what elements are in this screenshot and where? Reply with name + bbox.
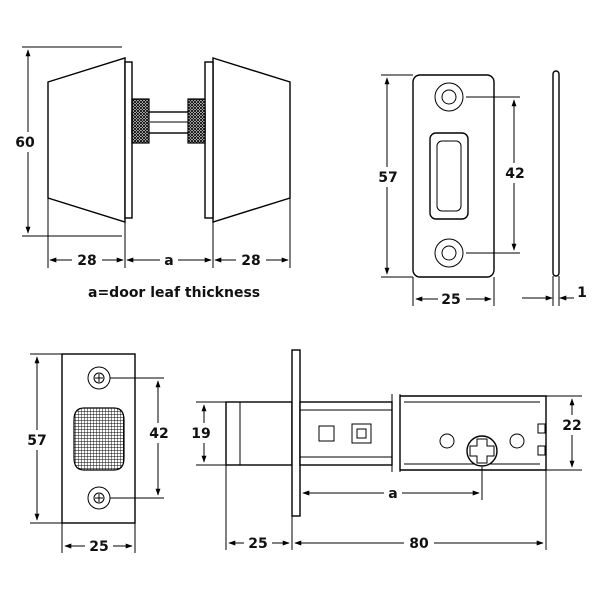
latch-spindle-cross [469,438,495,464]
latch-bolt-face [73,407,125,471]
latch-length-label: 80 [409,536,429,552]
right-knurled-collar [187,98,206,144]
latch-rear-hole-left [439,433,455,449]
knob-height-label: 60 [15,135,35,151]
case-height-label: 22 [562,418,581,434]
strike-top-hole-inner [441,89,457,105]
strike-thickness-label: 1 [577,285,587,301]
strike-width-label: 25 [441,292,460,308]
latch-square-slot-1 [318,425,335,442]
strike-side-profile [552,70,560,277]
latch-body-view: 19 22 a 25 80 [188,349,586,552]
latch-plate-width-label: 25 [89,539,108,555]
strike-height-label: 57 [378,170,397,186]
strike-bottom-hole-inner [441,245,457,261]
left-knurled-collar [131,98,150,144]
latch-bolt [225,401,293,466]
door-gap-label: a [164,253,173,269]
right-rose-plate [204,61,214,219]
strike-latch-opening [429,132,469,220]
strike-plate-view: 57 42 25 1 [372,70,587,308]
latch-square-slot-2 [351,423,372,444]
latch-rear-hole-right [509,433,525,449]
left-rose-plate [124,61,133,219]
latch-spindle-hub [466,435,498,467]
latch-face-plate-edge [291,349,301,517]
knob-set-view: 60 28 a 28 a=door leaf thickness [8,46,291,301]
bolt-projection-label: 25 [248,536,267,552]
latch-plate-height-label: 57 [27,433,46,449]
left-knob-body [47,57,126,223]
left-knob-width-label: 28 [77,253,96,269]
latch-plate-view: 57 42 25 [22,353,174,555]
backset-label: a [388,486,397,502]
latch-hole-spacing-label: 42 [149,426,168,442]
right-knob-width-label: 28 [241,253,260,269]
strike-top-hole-outer [434,82,464,112]
right-knob-body [212,57,291,223]
door-thickness-caption: a=door leaf thickness [88,285,260,301]
strike-hole-spacing-label: 42 [505,166,524,182]
bolt-height-label: 19 [191,426,210,442]
latch-front-tube [299,401,393,466]
strike-bottom-hole-outer [434,238,464,268]
